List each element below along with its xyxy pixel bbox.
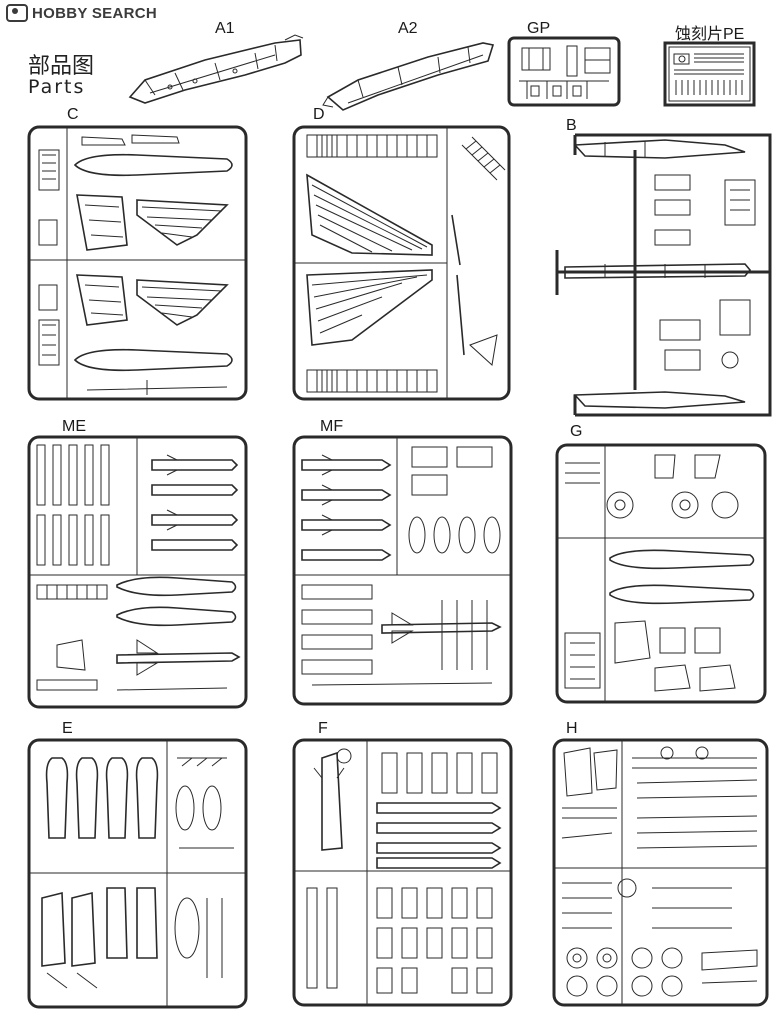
sprue-me bbox=[27, 435, 248, 709]
label-e: E bbox=[62, 720, 73, 737]
parts-heading-english: Parts bbox=[28, 76, 86, 98]
fuselage-part-a2 bbox=[322, 42, 495, 111]
sprue-d bbox=[292, 125, 511, 401]
label-me: ME bbox=[62, 418, 86, 435]
label-g: G bbox=[570, 423, 583, 440]
sprue-e bbox=[27, 738, 248, 1009]
hobby-search-watermark: HOBBY SEARCH bbox=[6, 4, 157, 22]
watermark-text: HOBBY SEARCH bbox=[32, 4, 158, 22]
sprue-b bbox=[555, 133, 772, 417]
label-h: H bbox=[566, 720, 578, 737]
sprue-c bbox=[27, 125, 248, 401]
sprue-h bbox=[552, 738, 769, 1007]
sprue-gp bbox=[507, 36, 621, 107]
label-pe: 蚀刻片PE bbox=[675, 26, 745, 43]
label-d: D bbox=[313, 106, 325, 123]
label-mf: MF bbox=[320, 418, 344, 435]
photo-etch-fret bbox=[663, 41, 756, 107]
label-b: B bbox=[566, 117, 577, 134]
hobby-search-logo-icon bbox=[6, 4, 28, 22]
label-a2: A2 bbox=[398, 20, 418, 37]
parts-heading-chinese: 部品图 bbox=[28, 54, 95, 79]
label-a1: A1 bbox=[215, 20, 235, 37]
sprue-g bbox=[555, 443, 767, 704]
fuselage-part-a1 bbox=[128, 34, 304, 104]
label-c: C bbox=[67, 106, 79, 123]
sprue-f bbox=[292, 738, 513, 1007]
label-f: F bbox=[318, 720, 328, 737]
sprue-mf bbox=[292, 435, 513, 706]
label-gp: GP bbox=[527, 20, 551, 37]
